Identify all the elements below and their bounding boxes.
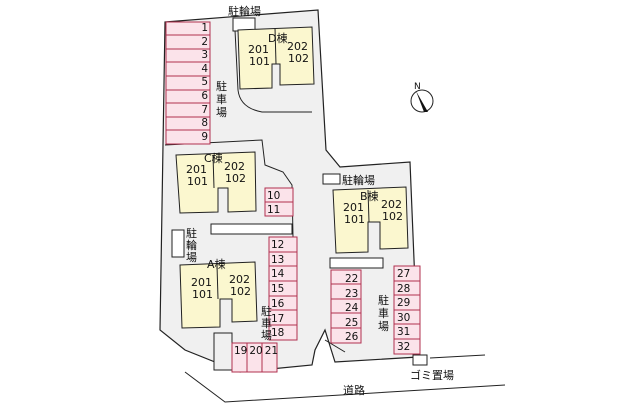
stall: 11 <box>267 204 281 216</box>
stall: 21 <box>264 345 279 357</box>
building-c <box>175 151 257 214</box>
bicycle-parking-label-d: 駐輪場 <box>228 5 261 18</box>
stall: 17 <box>271 312 285 325</box>
bicycle-parking-label-b: 駐輪場 <box>342 174 375 187</box>
unit-d-102: 102 <box>288 52 309 65</box>
stall: 23 <box>345 287 359 300</box>
building-b <box>332 186 409 254</box>
building-c-name: C棟 <box>204 152 223 165</box>
unit-b-102: 102 <box>382 210 403 223</box>
parking-label-b: 駐車場 <box>378 294 390 333</box>
bicycle-label-a: 駐輪場 <box>186 228 198 264</box>
parking-column-1-9 <box>165 21 211 145</box>
stall: 30 <box>397 311 411 324</box>
unit-b-101: 101 <box>344 213 365 226</box>
stall: 22 <box>345 273 359 285</box>
unit-a-102: 102 <box>230 285 251 298</box>
stall: 27 <box>397 268 411 280</box>
stall: 14 <box>271 268 285 281</box>
garbage-label: ゴミ置場 <box>410 369 454 382</box>
road-label: 道路 <box>343 384 365 397</box>
stall: 32 <box>397 340 411 353</box>
stall: 24 <box>345 302 359 315</box>
stall: 25 <box>345 316 359 329</box>
unit-d-202: 202 <box>287 40 308 53</box>
stall: 6 <box>201 89 208 102</box>
stall: 10 <box>267 190 281 202</box>
north-label: N <box>414 82 421 92</box>
unit-d-101: 101 <box>249 55 270 68</box>
building-b-name: B棟 <box>360 190 379 203</box>
unit-c-201: 201 <box>186 163 207 176</box>
stall: 26 <box>345 331 359 344</box>
bicycle-parking-b <box>322 173 341 185</box>
stall: 12 <box>271 239 285 251</box>
stall: 31 <box>397 326 411 339</box>
parking-label-west: 駐車場 <box>216 80 228 119</box>
stall: 16 <box>271 297 285 310</box>
char: 駐 <box>261 305 272 318</box>
unit-a-101: 101 <box>192 288 213 301</box>
char: 場 <box>261 329 272 342</box>
stall: 18 <box>271 327 285 340</box>
char: 場 <box>216 106 227 119</box>
char: 駐 <box>186 227 197 240</box>
stall: 3 <box>201 49 208 62</box>
stall: 5 <box>201 76 208 89</box>
char: 場 <box>186 251 197 264</box>
stall: 13 <box>271 253 285 266</box>
stall: 9 <box>201 130 208 143</box>
stall: 19 <box>234 345 248 357</box>
stall: 7 <box>201 103 208 116</box>
unit-d-201: 201 <box>248 43 269 56</box>
road-edge <box>184 371 506 403</box>
unit-c-202: 202 <box>224 160 245 173</box>
char: 車 <box>378 307 389 320</box>
unit-c-102: 102 <box>225 172 246 185</box>
building-a-name: A棟 <box>207 258 226 271</box>
parking-label-a: 駐車場 <box>261 306 273 342</box>
north-arrow-icon <box>410 89 434 113</box>
stall: 29 <box>397 297 411 310</box>
stall: 2 <box>201 35 208 48</box>
char: 駐 <box>378 294 389 307</box>
char: 車 <box>261 317 272 330</box>
stall: 1 <box>201 22 208 34</box>
stall: 8 <box>201 117 208 130</box>
unit-a-201: 201 <box>191 276 212 289</box>
char: 輪 <box>186 239 197 252</box>
stall: 4 <box>201 62 208 75</box>
char: 駐 <box>216 80 227 93</box>
unit-a-202: 202 <box>229 273 250 286</box>
stall: 15 <box>271 283 285 296</box>
unit-c-101: 101 <box>187 175 208 188</box>
char: 場 <box>378 320 389 333</box>
stall: 20 <box>249 345 263 357</box>
garbage-area <box>412 354 428 366</box>
bicycle-parking-a <box>171 229 185 258</box>
building-a <box>179 261 258 329</box>
char: 車 <box>216 93 227 106</box>
unit-b-202: 202 <box>381 198 402 211</box>
stall: 28 <box>397 282 411 295</box>
building-d-name: D棟 <box>268 32 288 45</box>
unit-b-201: 201 <box>343 201 364 214</box>
